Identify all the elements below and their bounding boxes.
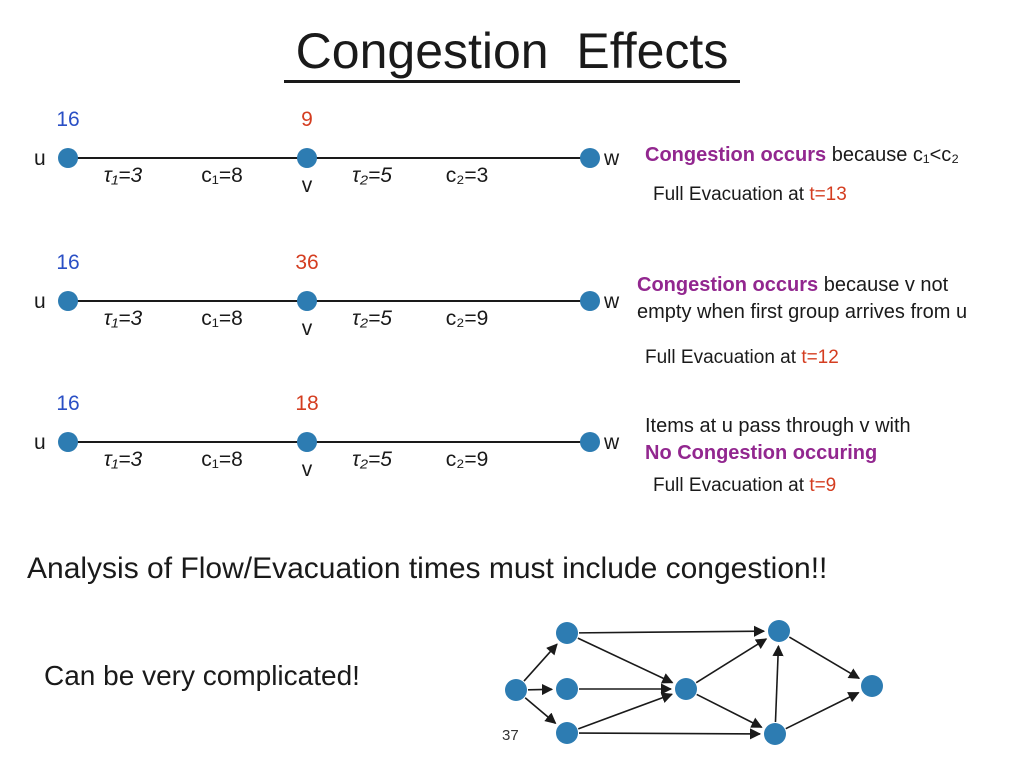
annotation-3-evacuation: Full Evacuation at t=9: [645, 473, 1017, 498]
path-diagram-3: 16 18 u v w τ₁=3 c₁=8 τ₂=5 c₂=9: [30, 391, 650, 486]
graph-edge: [577, 692, 673, 730]
evac-label: Full Evacuation at: [653, 183, 810, 205]
node-u-label: u: [34, 290, 46, 313]
node-v: [297, 432, 317, 452]
edge-label-tau2: τ₂=5: [352, 448, 392, 471]
node-v-label: v: [301, 317, 313, 340]
graph-node: [505, 679, 527, 701]
graph-edge: [772, 644, 784, 723]
path-diagram-1: 16 9 u v w τ₁=3 c₁=8 τ₂=5 c₂=3: [30, 107, 650, 202]
graph-edge: [696, 693, 763, 728]
annotation-2-line2: empty when first group arrives from u: [637, 300, 968, 323]
node-v: [297, 291, 317, 311]
node-w-label: w: [604, 431, 620, 454]
graph-edge: [578, 728, 762, 740]
annotation-2-reason: because v not: [818, 274, 949, 296]
annotation-3-line1: Items at u pass through v with: [645, 415, 911, 437]
count-at-v: 36: [295, 251, 319, 274]
edge-label-c2: c₂=9: [445, 448, 489, 471]
edge-label-c2: c₂=9: [445, 307, 489, 330]
title-wrap: Congestion Effects: [0, 24, 1024, 83]
path-diagram-2: 16 36 u v w τ₁=3 c₁=8 τ₂=5 c₂=9: [30, 250, 650, 345]
complex-network-diagram: [505, 620, 883, 745]
annotation-2: Congestion occurs because v not empty wh…: [637, 272, 1019, 370]
node-w: [580, 148, 600, 168]
edge-label-tau1: τ₁=3: [103, 307, 143, 330]
graph-node: [556, 622, 578, 644]
node-w-label: w: [604, 147, 620, 170]
annotation-1: Congestion occurs because c₁<c₂ Full Eva…: [645, 142, 1017, 207]
node-u: [58, 291, 78, 311]
node-u: [58, 432, 78, 452]
evac-time: t=9: [809, 474, 837, 496]
node-u-label: u: [34, 431, 46, 454]
edge-label-c1: c₁=8: [201, 164, 243, 187]
graph-edge: [695, 638, 768, 684]
graph-edge: [785, 691, 860, 730]
edge-line: [68, 441, 590, 443]
edge-label-tau2: τ₂=5: [352, 164, 392, 187]
evac-label: Full Evacuation at: [645, 346, 802, 368]
count-at-v: 9: [301, 108, 313, 131]
count-at-u: 16: [56, 251, 80, 274]
graph-node: [861, 675, 883, 697]
graph-node: [556, 722, 578, 744]
edge-label-tau1: τ₁=3: [103, 448, 143, 471]
count-at-v: 18: [295, 392, 319, 415]
annotation-1-line1: Congestion occurs because c₁<c₂: [645, 142, 1017, 169]
annotation-2-evacuation: Full Evacuation at t=12: [637, 345, 1019, 370]
node-v: [297, 148, 317, 168]
analysis-statement: Analysis of Flow/Evacuation times must i…: [27, 552, 828, 585]
slide-title: Congestion Effects: [283, 24, 741, 83]
node-w-label: w: [604, 290, 620, 313]
node-w: [580, 291, 600, 311]
graph-edge: [578, 625, 766, 637]
count-at-u: 16: [56, 392, 80, 415]
annotation-1-evacuation: Full Evacuation at t=13: [645, 182, 1017, 207]
node-u: [58, 148, 78, 168]
graph-node: [556, 678, 578, 700]
no-congestion-label: No Congestion occuring: [645, 441, 878, 464]
complicated-statement: Can be very complicated!: [44, 660, 360, 691]
edge-label-tau1: τ₁=3: [103, 164, 143, 187]
edge-label-c2: c₂=3: [445, 164, 489, 187]
graph-edge: [577, 637, 674, 684]
congestion-occurs-label: Congestion occurs: [637, 274, 819, 296]
graph-node: [768, 620, 790, 642]
edge-label-c1: c₁=8: [201, 307, 243, 330]
edge-line: [68, 300, 590, 302]
graph-node: [764, 723, 786, 745]
graph-node: [675, 678, 697, 700]
node-v-label: v: [301, 174, 313, 197]
annotation-3: Items at u pass through v with No Conges…: [645, 413, 1017, 498]
evac-time: t=12: [801, 346, 839, 368]
graph-edge: [788, 636, 861, 680]
node-w: [580, 432, 600, 452]
graph-edge: [524, 697, 557, 725]
congestion-occurs-label: Congestion occurs: [645, 144, 827, 166]
edge-label-c1: c₁=8: [201, 448, 243, 471]
annotation-2-line1: Congestion occurs because v not: [637, 272, 1019, 299]
page-number: 37: [502, 727, 519, 744]
evac-time: t=13: [809, 183, 847, 205]
node-u-label: u: [34, 147, 46, 170]
node-v-label: v: [301, 458, 313, 481]
annotation-1-reason: because c₁<c₂: [826, 144, 960, 166]
edge-line: [68, 157, 590, 159]
count-at-u: 16: [56, 108, 80, 131]
edge-label-tau2: τ₂=5: [352, 307, 392, 330]
graph-edge: [523, 643, 558, 682]
evac-label: Full Evacuation at: [653, 474, 810, 496]
